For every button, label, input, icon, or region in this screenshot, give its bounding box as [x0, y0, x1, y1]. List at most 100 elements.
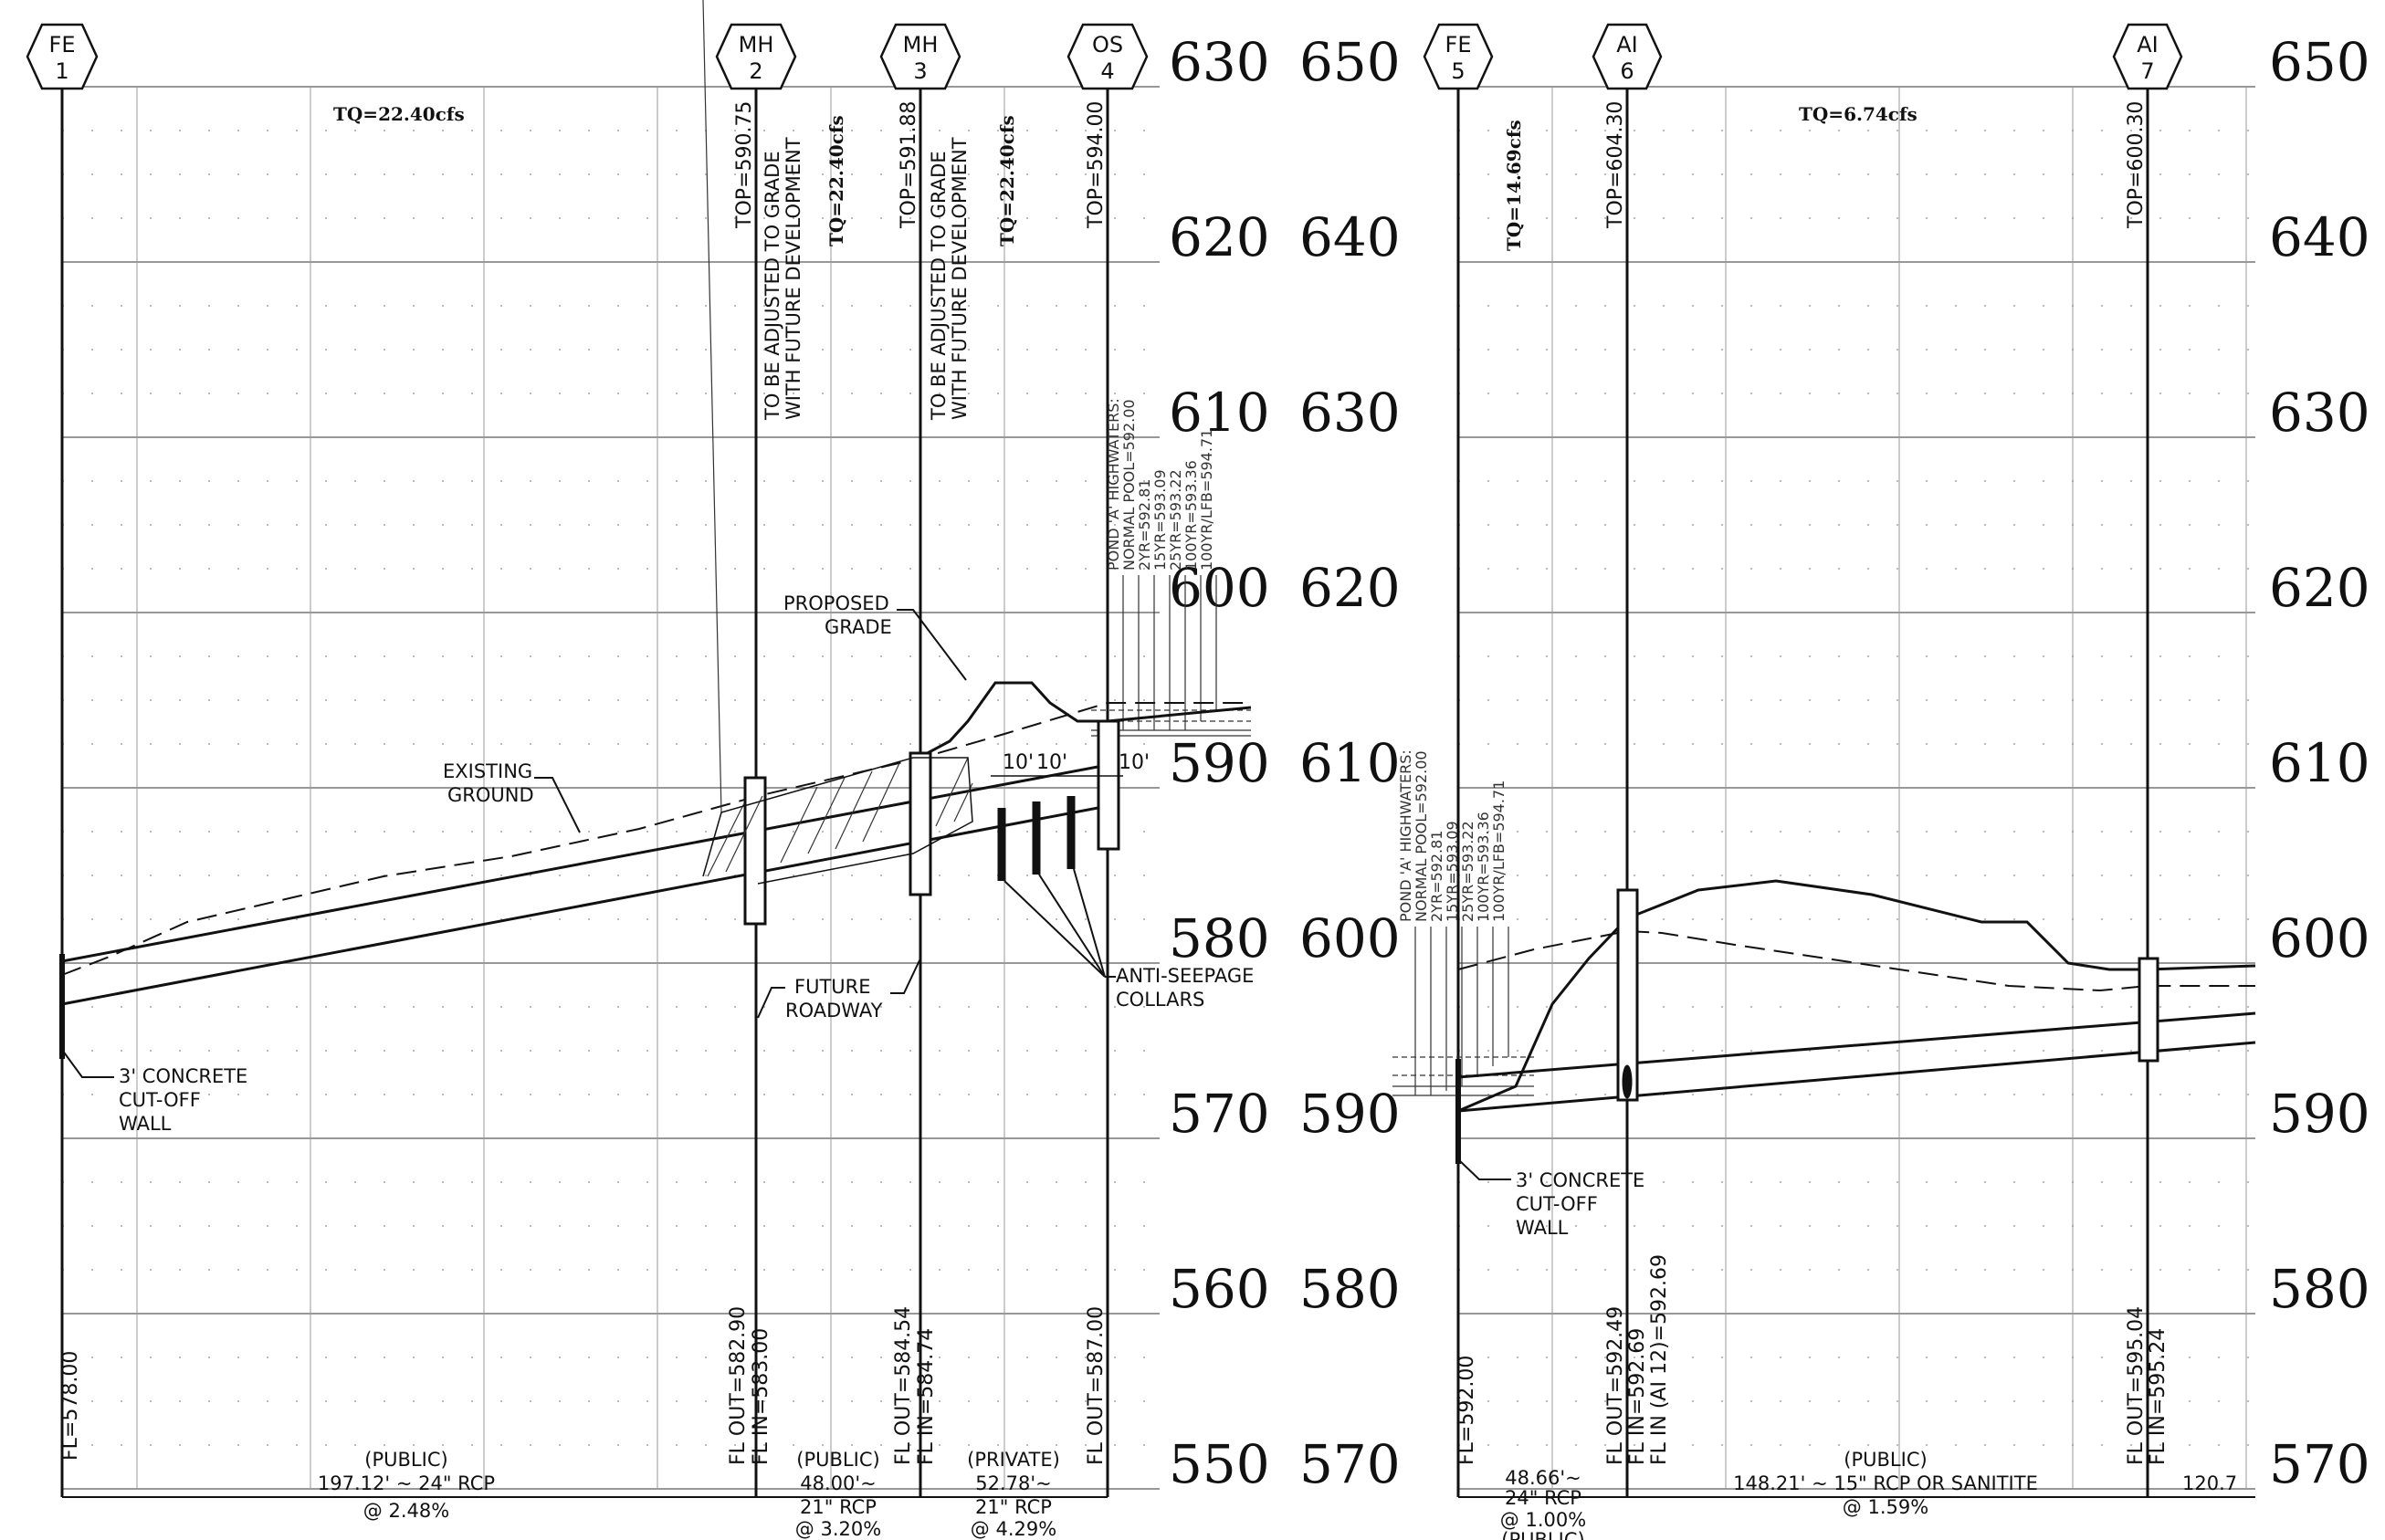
- fl-mh3-in: FL IN=584.74: [915, 1328, 938, 1465]
- svg-text:10': 10': [1036, 751, 1067, 774]
- svg-text:640: 640: [1299, 206, 1401, 268]
- svg-text:MH: MH: [903, 32, 939, 58]
- svg-text:EXISTING: EXISTING: [443, 760, 532, 782]
- svg-text:PROPOSED: PROPOSED: [783, 592, 889, 614]
- svg-text:FE: FE: [1445, 32, 1472, 58]
- svg-text:580: 580: [2269, 1258, 2370, 1320]
- node-mh-2[interactable]: MH 2: [715, 23, 797, 90]
- svg-text:CUT-OFF: CUT-OFF: [119, 1089, 201, 1111]
- svg-text:100YR/LFB=594.71: 100YR/LFB=594.71: [1490, 780, 1508, 922]
- svg-text:4: 4: [1100, 58, 1114, 84]
- tq-mh3: TQ=22.40cfs: [996, 115, 1018, 246]
- svg-text:3' CONCRETE: 3' CONCRETE: [119, 1065, 247, 1087]
- fl-os4-out: FL OUT=587.00: [1085, 1306, 1108, 1465]
- note-mh3-line2: WITH FUTURE DEVELOPMENT: [949, 137, 971, 420]
- svg-text:ROADWAY: ROADWAY: [785, 1000, 883, 1021]
- fl-ai7-out: FL OUT=595.04: [2125, 1306, 2148, 1465]
- svg-text:ANTI-SEEPAGE: ANTI-SEEPAGE: [1116, 965, 1254, 987]
- svg-text:NORMAL POOL=592.00: NORMAL POOL=592.00: [1413, 750, 1430, 922]
- svg-text:10': 10': [1003, 751, 1034, 774]
- svg-text:WALL: WALL: [1516, 1217, 1569, 1239]
- svg-text:15YR=593.09: 15YR=593.09: [1151, 469, 1169, 571]
- callout-anti-seepage: ANTI-SEEPAGE COLLARS: [1003, 868, 1254, 1011]
- seg2-right-owner: (PUBLIC): [1844, 1449, 1927, 1471]
- seg1-left-slope: @ 2.48%: [363, 1500, 449, 1522]
- node-ai-7[interactable]: AI 7: [2112, 23, 2183, 90]
- left-grid-vertical: [136, 87, 1005, 1489]
- svg-text:GROUND: GROUND: [447, 784, 534, 806]
- svg-text:FE: FE: [49, 32, 76, 58]
- fl-mh2-out: FL OUT=582.90: [727, 1306, 750, 1465]
- seg2-right-length: 148.21' ~ 15" RCP OR SANITITE: [1733, 1472, 2038, 1494]
- svg-text:WALL: WALL: [119, 1113, 172, 1135]
- svg-text:POND 'A' HIGHWATERS:: POND 'A' HIGHWATERS:: [1105, 398, 1122, 571]
- right-grid: [1458, 86, 2255, 1490]
- top-ai7: TOP=600.30: [2125, 101, 2148, 229]
- seg2-right-slope: @ 1.59%: [1843, 1496, 1928, 1518]
- svg-text:FUTURE: FUTURE: [794, 976, 871, 998]
- right-elevation-labels-right: 650 640 630 620 610 600 590 580 570: [2269, 31, 2370, 1495]
- svg-text:7: 7: [2140, 58, 2154, 84]
- right-elevation-labels-left: 650 640 630 620 610 600 590 580 570: [1299, 31, 1401, 1495]
- svg-text:6: 6: [1620, 58, 1634, 84]
- seg1-left-owner: (PUBLIC): [364, 1449, 447, 1471]
- svg-text:620: 620: [2269, 557, 2370, 619]
- node-fe-5[interactable]: FE 5: [1423, 23, 1494, 90]
- svg-text:2YR=592.81: 2YR=592.81: [1428, 831, 1445, 922]
- fl-mh3-out: FL OUT=584.54: [892, 1306, 915, 1465]
- seg1-left-length: 197.12' ~ 24" RCP: [318, 1472, 495, 1494]
- seg3-left-owner: (PRIVATE): [967, 1449, 1060, 1471]
- svg-text:POND 'A' HIGHWATERS:: POND 'A' HIGHWATERS:: [1397, 749, 1414, 922]
- callout-existing-ground: EXISTING GROUND: [443, 760, 581, 833]
- callout-cutoff-wall-right: 3' CONCRETE CUT-OFF WALL: [1457, 1158, 1644, 1239]
- fill-hatch: [702, 0, 973, 885]
- svg-text:620: 620: [1169, 206, 1270, 268]
- top-ai6: TOP=604.30: [1604, 101, 1627, 229]
- fl-ai7-in: FL IN=595.24: [2147, 1328, 2170, 1465]
- svg-text:100YR/LFB=594.71: 100YR/LFB=594.71: [1198, 429, 1215, 571]
- seg1-right-pipe: 24" RCP: [1505, 1487, 1581, 1509]
- svg-text:GRADE: GRADE: [825, 616, 892, 638]
- seg1-right-slope: @ 1.00%: [1500, 1509, 1586, 1531]
- svg-text:600: 600: [2269, 907, 2370, 969]
- top-mh2: TOP=590.75: [733, 101, 756, 229]
- svg-text:590: 590: [1169, 732, 1270, 794]
- left-grid: [62, 86, 1160, 1490]
- svg-text:580: 580: [1299, 1258, 1401, 1320]
- svg-text:640: 640: [2269, 206, 2370, 268]
- seg2-left-length: 48.00'~: [800, 1472, 877, 1494]
- fl-mh2-in: FL IN=583.00: [750, 1328, 772, 1465]
- right-grid-vertical: [1551, 87, 2247, 1489]
- fl-ai6-in: FL IN=592.69: [1626, 1328, 1649, 1465]
- svg-text:600: 600: [1299, 907, 1401, 969]
- svg-text:610: 610: [1299, 732, 1401, 794]
- svg-text:620: 620: [1299, 557, 1401, 619]
- svg-text:560: 560: [1169, 1258, 1270, 1320]
- node-mh-3[interactable]: MH 3: [879, 23, 961, 90]
- svg-text:COLLARS: COLLARS: [1116, 989, 1204, 1011]
- svg-text:570: 570: [1299, 1433, 1401, 1495]
- right-station-lines: [1456, 84, 2149, 1497]
- fl-fe5: FL=592.00: [1455, 1356, 1478, 1465]
- node-os-4[interactable]: OS 4: [1066, 23, 1149, 90]
- svg-text:CUT-OFF: CUT-OFF: [1516, 1193, 1598, 1215]
- right-profile-geometry: [1455, 879, 2256, 1164]
- svg-text:MH: MH: [739, 32, 774, 58]
- fl-fe1: FL=578.00: [59, 1351, 82, 1461]
- svg-text:5: 5: [1451, 58, 1465, 84]
- seg1-right-length: 48.66'~: [1505, 1467, 1581, 1489]
- top-os4: TOP=594.00: [1085, 101, 1108, 229]
- callout-cutoff-wall-left: 3' CONCRETE CUT-OFF WALL: [61, 1049, 247, 1135]
- highwaters-right: POND 'A' HIGHWATERS: NORMAL POOL=592.00 …: [1392, 749, 1534, 1096]
- svg-text:590: 590: [2269, 1083, 2370, 1145]
- node-ai-6[interactable]: AI 6: [1592, 23, 1663, 90]
- svg-text:590: 590: [1299, 1083, 1401, 1145]
- svg-text:2YR=592.81: 2YR=592.81: [1136, 479, 1153, 571]
- svg-text:3' CONCRETE: 3' CONCRETE: [1516, 1169, 1644, 1191]
- callout-proposed-grade: PROPOSED GRADE: [783, 592, 967, 681]
- seg1-right-owner: (PUBLIC): [1501, 1529, 1584, 1540]
- node-fe-1[interactable]: FE 1: [26, 23, 99, 90]
- top-mh3: TOP=591.88: [898, 101, 920, 229]
- svg-text:570: 570: [2269, 1433, 2370, 1495]
